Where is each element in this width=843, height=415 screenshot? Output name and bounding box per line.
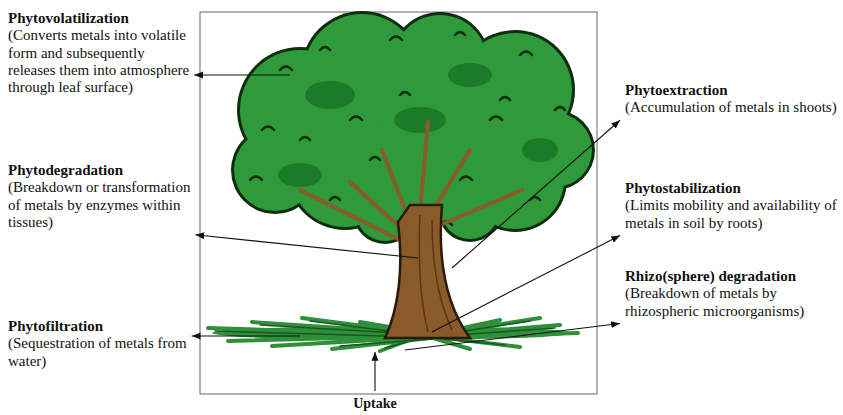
label-group: Phytostabilization(Limits mobility and a…	[625, 180, 837, 232]
label-group: Phytoextraction(Accumulation of metals i…	[625, 82, 837, 117]
leaf-patch	[394, 107, 446, 133]
leaf-patch	[305, 81, 355, 109]
process-description: (Accumulation of metals in shoots)	[625, 99, 837, 116]
process-heading: Phytoextraction	[625, 82, 837, 99]
leader-arrows	[192, 75, 620, 391]
leaf-patch	[522, 138, 558, 162]
leader-arrow	[432, 236, 620, 333]
leader-arrow	[405, 324, 620, 351]
label-group: Phytofiltration(Sequestration of metals …	[8, 318, 193, 370]
leader-arrow	[452, 120, 620, 268]
uptake-label: Uptake	[315, 396, 435, 412]
leader-arrow	[192, 335, 300, 336]
leaf-patch	[448, 63, 492, 87]
label-group: Phytodegradation(Breakdown or transforma…	[8, 162, 193, 231]
label-group: Rhizo(sphere) degradation(Breakdown of m…	[625, 268, 837, 320]
process-description: (Limits mobility and availability of met…	[625, 197, 837, 232]
leader-arrow	[374, 352, 375, 391]
frame-border	[200, 12, 597, 394]
trunk	[385, 205, 470, 338]
label-group: Phytovolatilization(Converts metals into…	[8, 10, 193, 96]
process-heading: Phytostabilization	[625, 180, 837, 197]
root-shadow-strokes	[215, 321, 555, 348]
leader-arrow	[194, 74, 290, 75]
trunk-bark	[419, 215, 452, 332]
leaf-scribbles	[250, 32, 565, 225]
crown-shade	[278, 63, 558, 187]
leader-arrow	[195, 235, 418, 258]
crown-lobe	[441, 181, 499, 239]
process-heading: Phytodegradation	[8, 162, 193, 179]
process-description: (Breakdown or transformation of metals b…	[8, 179, 193, 231]
process-heading: Phytovolatilization	[8, 10, 193, 27]
label-group: Uptake	[315, 396, 435, 412]
process-heading: Phytofiltration	[8, 318, 193, 335]
process-description: (Breakdown of metals by rhizospheric mic…	[625, 285, 837, 320]
process-description: (Sequestration of metals from water)	[8, 335, 193, 370]
process-heading: Rhizo(sphere) degradation	[625, 268, 837, 285]
process-description: (Converts metals into volatile form and …	[8, 27, 193, 96]
leaf-patch	[278, 163, 322, 187]
